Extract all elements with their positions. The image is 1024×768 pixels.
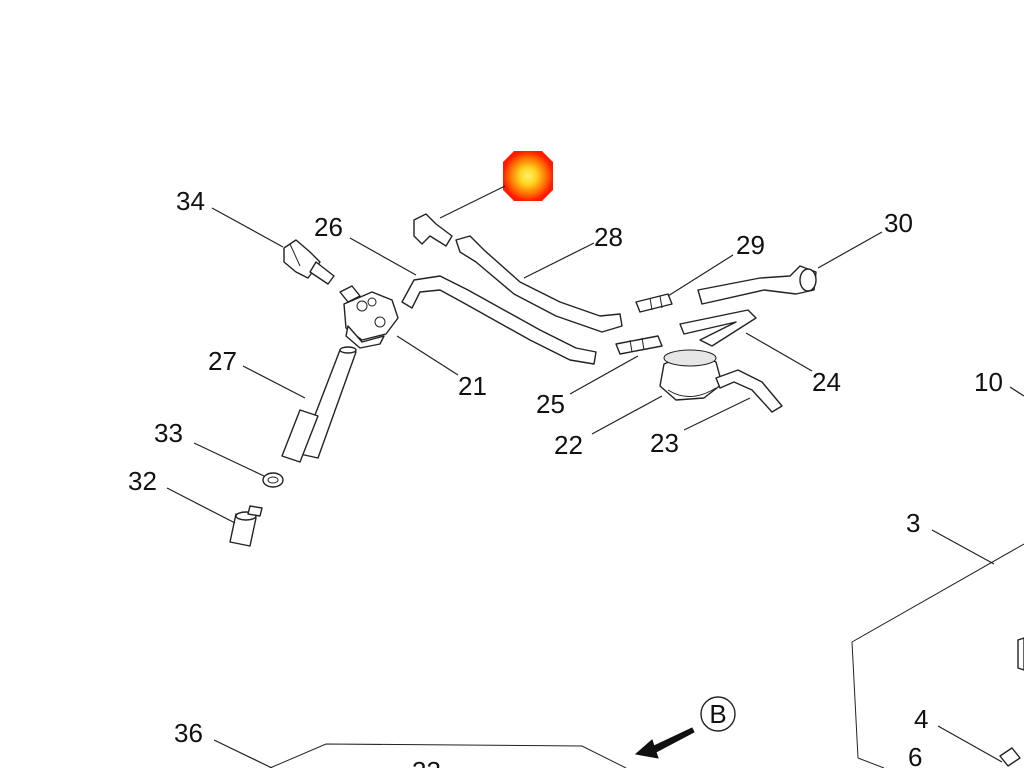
leader-30: [817, 231, 883, 269]
part-22-primer-bulb: [659, 349, 723, 401]
leader-21: [396, 335, 459, 376]
direction-arrow-icon: [634, 727, 695, 759]
callout-36[interactable]: 36: [174, 718, 203, 748]
part-36-assembly: [269, 743, 627, 768]
part-4-bolt: [999, 747, 1021, 767]
callout-23[interactable]: 23: [650, 428, 679, 458]
callout-24[interactable]: 24: [812, 367, 841, 397]
leader-32: [166, 487, 236, 524]
hotspot-marker-icon[interactable]: [503, 151, 553, 201]
callout-25[interactable]: 25: [536, 389, 565, 419]
leader-34: [211, 207, 284, 248]
view-marker-b[interactable]: B: [700, 696, 736, 732]
part-29-connector: [635, 293, 673, 313]
part-24-hose: [679, 309, 757, 347]
part-21-filter-housing: [339, 285, 399, 349]
leader-hotspot: [439, 185, 506, 219]
callout-10[interactable]: 10: [974, 367, 1003, 397]
part-23-hose: [715, 369, 783, 413]
callout-30[interactable]: 30: [884, 208, 913, 238]
part-27-tube: [281, 346, 357, 463]
callout-26[interactable]: 26: [314, 212, 343, 242]
leader-10: [1009, 386, 1024, 397]
callout-4[interactable]: 4: [914, 704, 928, 734]
leader-33: [193, 442, 265, 477]
leader-23: [683, 397, 751, 431]
leader-4: [937, 725, 1003, 763]
callout-22[interactable]: 22: [554, 430, 583, 460]
leader-25: [569, 355, 639, 395]
callout-21[interactable]: 21: [458, 371, 487, 401]
callout-28[interactable]: 28: [594, 222, 623, 252]
leader-26: [349, 237, 417, 276]
leader-24: [745, 332, 813, 372]
leader-28: [523, 242, 595, 279]
callout-29[interactable]: 29: [736, 230, 765, 260]
part-34-fitting: [283, 239, 335, 285]
callout-32[interactable]: 32: [128, 466, 157, 496]
part-28-hose: [455, 235, 623, 333]
part-25-connector: [615, 335, 663, 355]
part-32-cap: [229, 505, 263, 547]
leader-27: [242, 365, 306, 399]
leader-29: [667, 254, 734, 297]
part-33-oring: [262, 472, 284, 488]
callout-33[interactable]: 33: [154, 418, 183, 448]
callout-34[interactable]: 34: [176, 186, 205, 216]
part-30-hose: [697, 265, 817, 305]
leader-3: [931, 529, 995, 565]
leader-36: [213, 739, 273, 768]
part-26-hose: [401, 275, 597, 365]
part-elbow-fitting: [413, 213, 453, 247]
part-3-assembly: [851, 543, 1024, 768]
callout-6[interactable]: 6: [908, 742, 922, 768]
callout-27[interactable]: 27: [208, 346, 237, 376]
callout-bottom-partial[interactable]: 33: [412, 756, 441, 768]
callout-3[interactable]: 3: [906, 508, 920, 538]
leader-22: [591, 395, 663, 435]
view-marker-label: B: [709, 699, 726, 729]
